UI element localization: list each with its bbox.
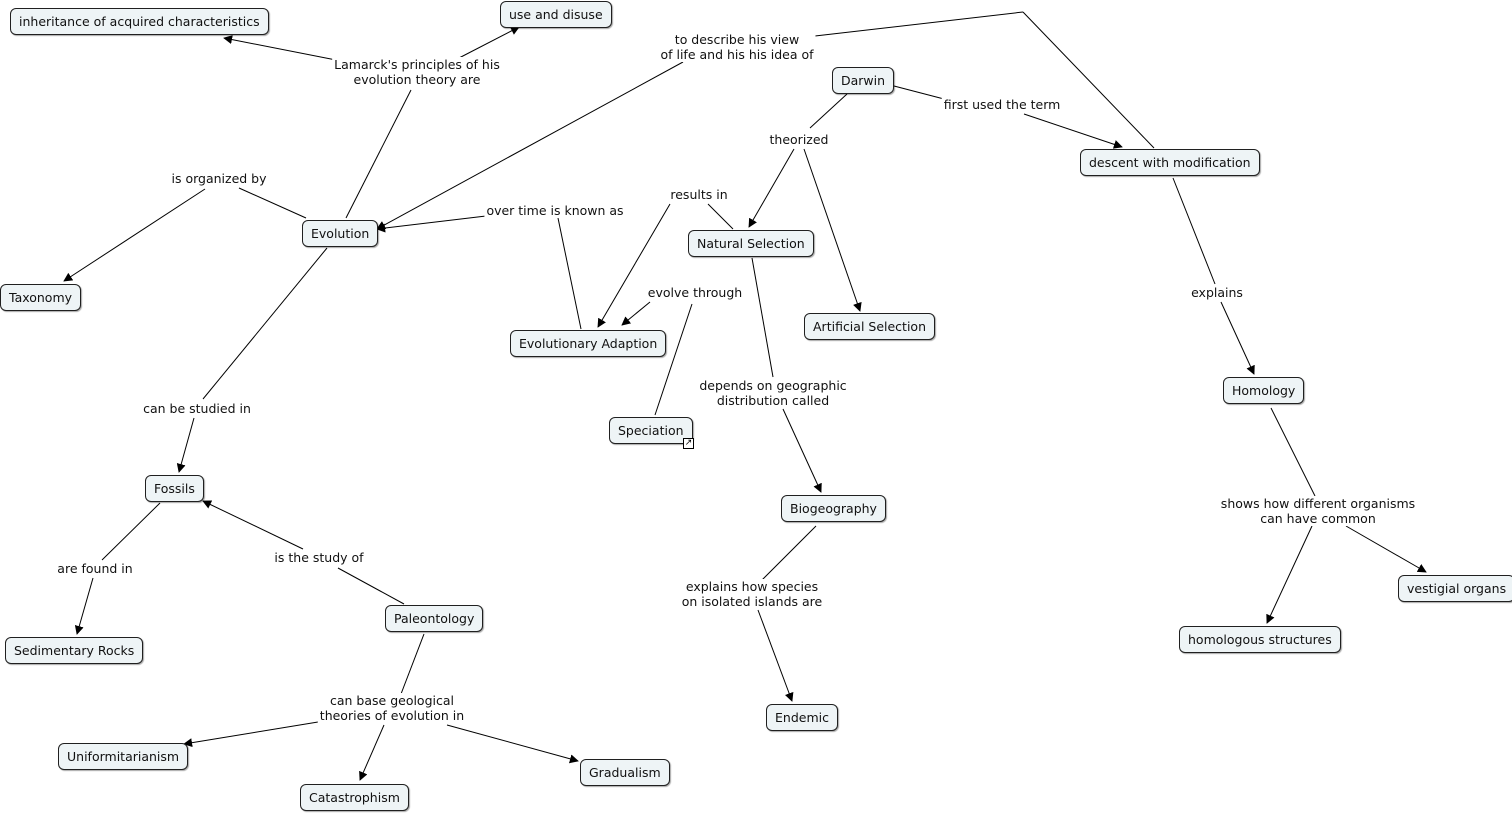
node-uniformitarianism[interactable]: Uniformitarianism xyxy=(58,743,189,770)
node-use-and-disuse[interactable]: use and disuse xyxy=(500,1,612,28)
link-label-first-used-term: first used the term xyxy=(941,97,1063,112)
node-evolution[interactable]: Evolution xyxy=(302,220,379,247)
node-paleontology[interactable]: Paleontology xyxy=(385,605,484,632)
node-inheritance-of-acquired-characteristics[interactable]: inheritance of acquired characteristics xyxy=(10,8,269,35)
node-descent-with-modification[interactable]: descent with modification xyxy=(1080,149,1260,176)
link-label-are-found-in: are found in xyxy=(55,561,135,576)
link-label-is-organized-by: is organized by xyxy=(169,171,269,186)
node-catastrophism[interactable]: Catastrophism xyxy=(300,784,409,811)
link-label-evolve-through: evolve through xyxy=(645,285,745,300)
node-natural-selection[interactable]: Natural Selection xyxy=(688,230,814,257)
node-homologous-structures[interactable]: homologous structures xyxy=(1179,626,1341,653)
node-darwin[interactable]: Darwin xyxy=(832,67,895,94)
node-gradualism[interactable]: Gradualism xyxy=(580,759,670,786)
node-vestigial-organs[interactable]: vestigial organs xyxy=(1398,575,1512,602)
node-taxonomy[interactable]: Taxonomy xyxy=(0,284,82,311)
node-sedimentary-rocks[interactable]: Sedimentary Rocks xyxy=(5,637,144,664)
link-label-is-the-study-of: is the study of xyxy=(272,550,366,565)
node-homology[interactable]: Homology xyxy=(1223,377,1305,404)
node-biogeography[interactable]: Biogeography xyxy=(781,495,886,522)
node-evolutionary-adaption[interactable]: Evolutionary Adaption xyxy=(510,330,667,357)
link-label-theorized: theorized xyxy=(767,132,831,147)
node-speciation[interactable]: Speciation xyxy=(609,417,693,444)
node-endemic[interactable]: Endemic xyxy=(766,704,838,731)
link-label-explains: explains xyxy=(1189,285,1245,300)
link-label-over-time: over time is known as xyxy=(484,203,626,218)
node-fossils[interactable]: Fossils xyxy=(145,475,204,502)
link-label-can-be-studied-in: can be studied in xyxy=(141,401,253,416)
external-link-icon[interactable]: ↗ xyxy=(683,438,694,449)
link-label-results-in: results in xyxy=(668,187,730,202)
node-artificial-selection[interactable]: Artificial Selection xyxy=(804,313,935,340)
